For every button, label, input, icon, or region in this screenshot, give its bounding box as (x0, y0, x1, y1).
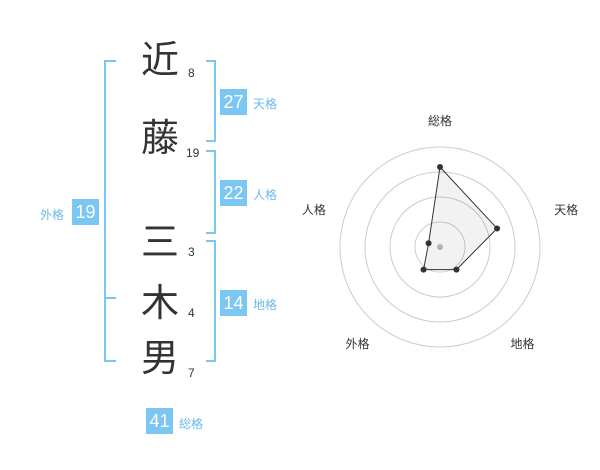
jinkaku-label: 人格 (253, 188, 278, 202)
tenkaku-bracket (206, 60, 216, 142)
gaikaku-bracket (104, 60, 116, 362)
gaikaku-label: 外格 (40, 208, 65, 222)
radar-axis-label-5: 人格 (302, 202, 326, 217)
stroke-count-3: 3 (188, 245, 195, 259)
radar-axis-label-1: 総格 (428, 113, 452, 128)
radar-point-1 (437, 164, 443, 170)
radar-axis-label-3: 地格 (511, 336, 535, 351)
kanji-char-3: 三 (140, 220, 179, 264)
kanji-char-4: 木 (140, 281, 179, 325)
radar-point-2 (494, 225, 501, 232)
stroke-count-1: 8 (188, 66, 195, 80)
chikaku-value: 14 (220, 290, 247, 316)
kanji-char-1: 近 (140, 38, 179, 82)
soukaku-label: 総格 (179, 417, 204, 431)
radar-point-3 (453, 266, 460, 273)
radar-ring-3 (364, 171, 516, 323)
radar-point-5 (425, 240, 432, 247)
radar-ring-4 (339, 146, 541, 348)
radar-center (437, 244, 443, 250)
tenkaku-label: 天格 (253, 97, 278, 111)
kanji-char-2: 藤 (140, 116, 179, 160)
radar-axis-label-4: 外格 (345, 336, 369, 351)
tenkaku-value: 27 (220, 89, 247, 115)
radar-ring-1 (414, 221, 466, 273)
stroke-count-4: 4 (188, 306, 195, 320)
chikaku-label: 地格 (253, 298, 278, 312)
radar-point-4 (420, 266, 427, 273)
radar-ring-2 (389, 196, 491, 298)
chikaku-bracket (206, 240, 216, 362)
gaikaku-bracket-split (104, 297, 116, 299)
jinkaku-bracket (206, 150, 216, 234)
stroke-count-2: 19 (186, 146, 200, 160)
stroke-count-5: 7 (188, 366, 195, 380)
soukaku-value: 41 (146, 408, 173, 434)
gaikaku-value: 19 (72, 199, 99, 225)
radar-polygon (422, 165, 498, 271)
jinkaku-value: 22 (220, 180, 247, 206)
radar-axis-label-2: 天格 (554, 202, 578, 217)
kanji-char-5: 男 (140, 336, 179, 380)
